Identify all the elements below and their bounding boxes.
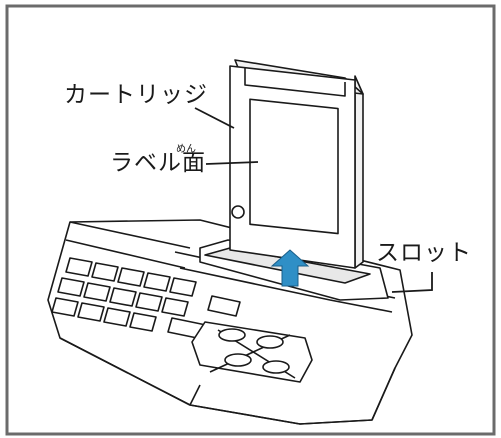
cartridge-leader-line [194, 107, 235, 129]
label-face-label: ラベル面 [110, 150, 206, 176]
keyboard [51, 257, 241, 340]
slot-label: スロット [376, 240, 472, 266]
slot-leader-line [391, 272, 433, 293]
pad-button-3 [224, 353, 252, 367]
pad-button-4 [262, 360, 290, 374]
cartridge-label: カートリッジ [64, 82, 208, 108]
cartridge-lip [244, 68, 346, 97]
label-face-leader-line [205, 161, 259, 165]
pad-button-2 [256, 335, 284, 349]
cartridge-hole [231, 205, 245, 219]
cartridge-side [354, 75, 364, 269]
label-face-ruby: めん [176, 144, 196, 155]
cartridge-label-area [249, 98, 339, 235]
pad-button-1 [218, 328, 246, 342]
console-front-edge [59, 337, 396, 425]
up-arrow-icon [270, 249, 310, 287]
